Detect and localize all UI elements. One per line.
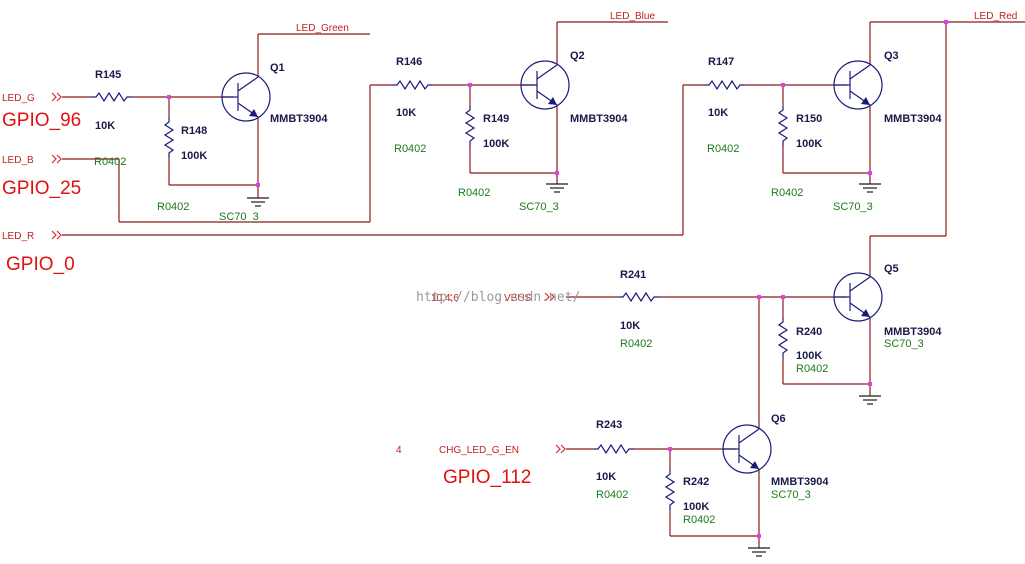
net-led-blue: LED_Blue <box>610 11 655 22</box>
transistor-q6[interactable] <box>722 424 772 474</box>
resistor-r146[interactable] <box>392 80 434 90</box>
transistor-q5[interactable] <box>833 272 883 322</box>
r241-package: R0402 <box>620 338 652 350</box>
r240-designator: R240 <box>796 326 822 338</box>
ground-q3 <box>858 183 882 193</box>
r150-package: R0402 <box>771 187 803 199</box>
resistor-r242[interactable] <box>665 469 675 511</box>
r146-package: R0402 <box>394 143 426 155</box>
junctions <box>167 20 948 538</box>
net-vbus-ref: 10,4,6 <box>431 293 459 304</box>
net-led-g: LED_G <box>2 93 35 104</box>
ground-q6 <box>747 547 771 557</box>
gpio-96-label: GPIO_96 <box>2 110 81 131</box>
q5-package: SC70_3 <box>884 338 924 350</box>
q6-package: SC70_3 <box>771 489 811 501</box>
resistor-r147[interactable] <box>704 80 746 90</box>
r145-designator: R145 <box>95 69 121 81</box>
watermark: http://blog.csdn.net/ <box>416 290 580 305</box>
net-led-green: LED_Green <box>296 23 349 34</box>
q1-designator: Q1 <box>270 62 285 74</box>
r240-value: 100K <box>796 350 822 362</box>
net-vbus: VBUS <box>504 293 532 304</box>
wires <box>62 21 1025 548</box>
r242-designator: R242 <box>683 476 709 488</box>
r241-designator: R241 <box>620 269 646 281</box>
resistor-r240[interactable] <box>778 317 788 359</box>
r243-value: 10K <box>596 471 616 483</box>
r145-package: R0402 <box>94 156 126 168</box>
r148-value: 100K <box>181 150 207 162</box>
transistor-q1[interactable] <box>221 72 271 122</box>
gpio-112-label: GPIO_112 <box>443 467 531 488</box>
r147-designator: R147 <box>708 56 734 68</box>
net-chg-led-g-en: CHG_LED_G_EN <box>439 445 519 456</box>
r145-value: 10K <box>95 120 115 132</box>
q3-package: SC70_3 <box>833 201 873 213</box>
ground-q5 <box>858 395 882 405</box>
r148-package: R0402 <box>157 201 189 213</box>
port-led-b <box>51 154 62 164</box>
r147-value: 10K <box>708 107 728 119</box>
r242-value: 100K <box>683 501 709 513</box>
q1-package: SC70_3 <box>219 211 259 223</box>
q3-designator: Q3 <box>884 50 899 62</box>
r150-value: 100K <box>796 138 822 150</box>
resistor-r243[interactable] <box>593 444 635 454</box>
q2-designator: Q2 <box>570 50 585 62</box>
transistor-q2[interactable] <box>520 60 570 110</box>
resistor-r148[interactable] <box>164 117 174 159</box>
q5-part: MMBT3904 <box>884 326 942 338</box>
r146-designator: R146 <box>396 56 422 68</box>
q2-part: MMBT3904 <box>570 113 628 125</box>
r243-package: R0402 <box>596 489 628 501</box>
r242-package: R0402 <box>683 514 715 526</box>
q5-designator: Q5 <box>884 263 899 275</box>
transistor-q3[interactable] <box>833 60 883 110</box>
port-led-g <box>51 92 62 102</box>
r149-designator: R149 <box>483 113 509 125</box>
q1-part: MMBT3904 <box>270 113 328 125</box>
q6-designator: Q6 <box>771 413 786 425</box>
gpio-25-label: GPIO_25 <box>2 178 81 199</box>
net-led-b: LED_B <box>2 155 34 166</box>
r149-package: R0402 <box>458 187 490 199</box>
resistor-r149[interactable] <box>465 105 475 147</box>
resistor-r241[interactable] <box>618 292 660 302</box>
q3-part: MMBT3904 <box>884 113 942 125</box>
net-led-r: LED_R <box>2 231 34 242</box>
net-led-red: LED_Red <box>974 11 1017 22</box>
ground-q1 <box>246 197 270 207</box>
q6-part: MMBT3904 <box>771 476 829 488</box>
r243-designator: R243 <box>596 419 622 431</box>
resistor-r145[interactable] <box>91 92 133 102</box>
r241-value: 10K <box>620 320 640 332</box>
ground-q2 <box>545 183 569 193</box>
r147-package: R0402 <box>707 143 739 155</box>
q2-package: SC70_3 <box>519 201 559 213</box>
port-led-r <box>51 230 62 240</box>
gpio-0-label: GPIO_0 <box>6 254 75 275</box>
port-chg <box>555 444 566 454</box>
r148-designator: R148 <box>181 125 207 137</box>
r240-package: R0402 <box>796 363 828 375</box>
resistor-r150[interactable] <box>778 105 788 147</box>
r149-value: 100K <box>483 138 509 150</box>
r150-designator: R150 <box>796 113 822 125</box>
net-chg-ref: 4 <box>396 445 402 456</box>
r146-value: 10K <box>396 107 416 119</box>
